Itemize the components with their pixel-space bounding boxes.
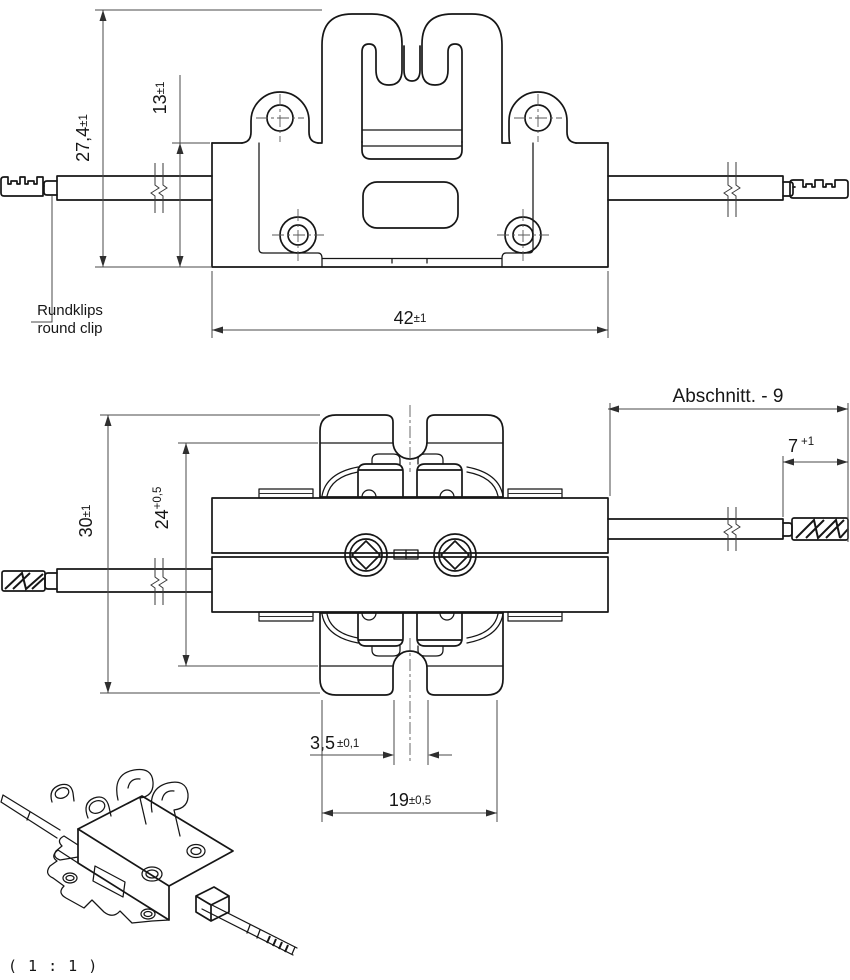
plan-cable-left	[1, 558, 213, 605]
iso-cable-left	[0, 794, 61, 839]
iso-cable-right	[201, 901, 298, 956]
plan-body	[211, 488, 609, 622]
dim-notch-width: 3,5±0,1	[310, 700, 452, 765]
front-hole-lower-left	[272, 209, 324, 261]
dim-label-42: 42±1	[394, 308, 427, 328]
dim-label-24: 24+0,5	[152, 487, 172, 530]
front-hole-lower-right	[497, 209, 549, 261]
plan-hole-left	[344, 533, 388, 577]
rundklips-label-de: Rundklips	[37, 302, 103, 319]
dim-inner-depth: 24+0,5	[152, 442, 318, 667]
plan-cable-right	[607, 507, 849, 551]
front-cable-right	[607, 162, 849, 217]
iso-spring-clip	[116, 768, 189, 837]
dim-plate-width: 19±0,5	[321, 700, 498, 822]
plan-hole-right	[433, 533, 477, 577]
front-cable-left	[0, 163, 213, 213]
dim-label-13: 13±1	[150, 82, 170, 115]
dim-label-19: 19±0,5	[389, 790, 431, 810]
plan-wing-top	[319, 414, 504, 498]
front-view: 27,4±1 13±1 42±1 Rundklips round clip	[0, 9, 849, 338]
front-ear-right	[508, 91, 577, 144]
plan-wing-bottom	[319, 612, 504, 696]
scale-label: ( 1 : 1 )	[8, 957, 98, 975]
dim-label-7: 7+1	[788, 436, 814, 456]
rundklips-note: Rundklips round clip	[31, 196, 103, 337]
plan-view: 30±1 24+0,5 Abschnitt. - 9 7+1 3	[1, 386, 849, 822]
dim-overall-depth: 30±1	[76, 414, 320, 694]
iso-ear-holes	[50, 783, 206, 920]
dim-label-27-4: 27,4±1	[73, 114, 93, 162]
front-spring-clip	[321, 13, 503, 160]
dim-label-3-5: 3,5±0,1	[310, 733, 359, 753]
front-cutout	[362, 181, 459, 229]
dim-cut-end: 7+1	[782, 436, 848, 517]
dim-label-30: 30±1	[76, 505, 96, 538]
rundklips-label-en: round clip	[37, 320, 102, 337]
front-ear-left	[241, 91, 319, 144]
front-body	[211, 142, 609, 268]
abschnitt-label: Abschnitt. - 9	[673, 386, 784, 407]
iso-body	[46, 795, 234, 924]
dim-clip-height: 13±1	[150, 75, 210, 267]
dim-body-width: 42±1	[211, 271, 609, 338]
dim-abschnitt: Abschnitt. - 9	[608, 386, 849, 542]
iso-stub	[195, 886, 230, 922]
dim-overall-height: 27,4±1	[73, 9, 322, 268]
iso-view: ( 1 : 1 )	[0, 768, 298, 975]
